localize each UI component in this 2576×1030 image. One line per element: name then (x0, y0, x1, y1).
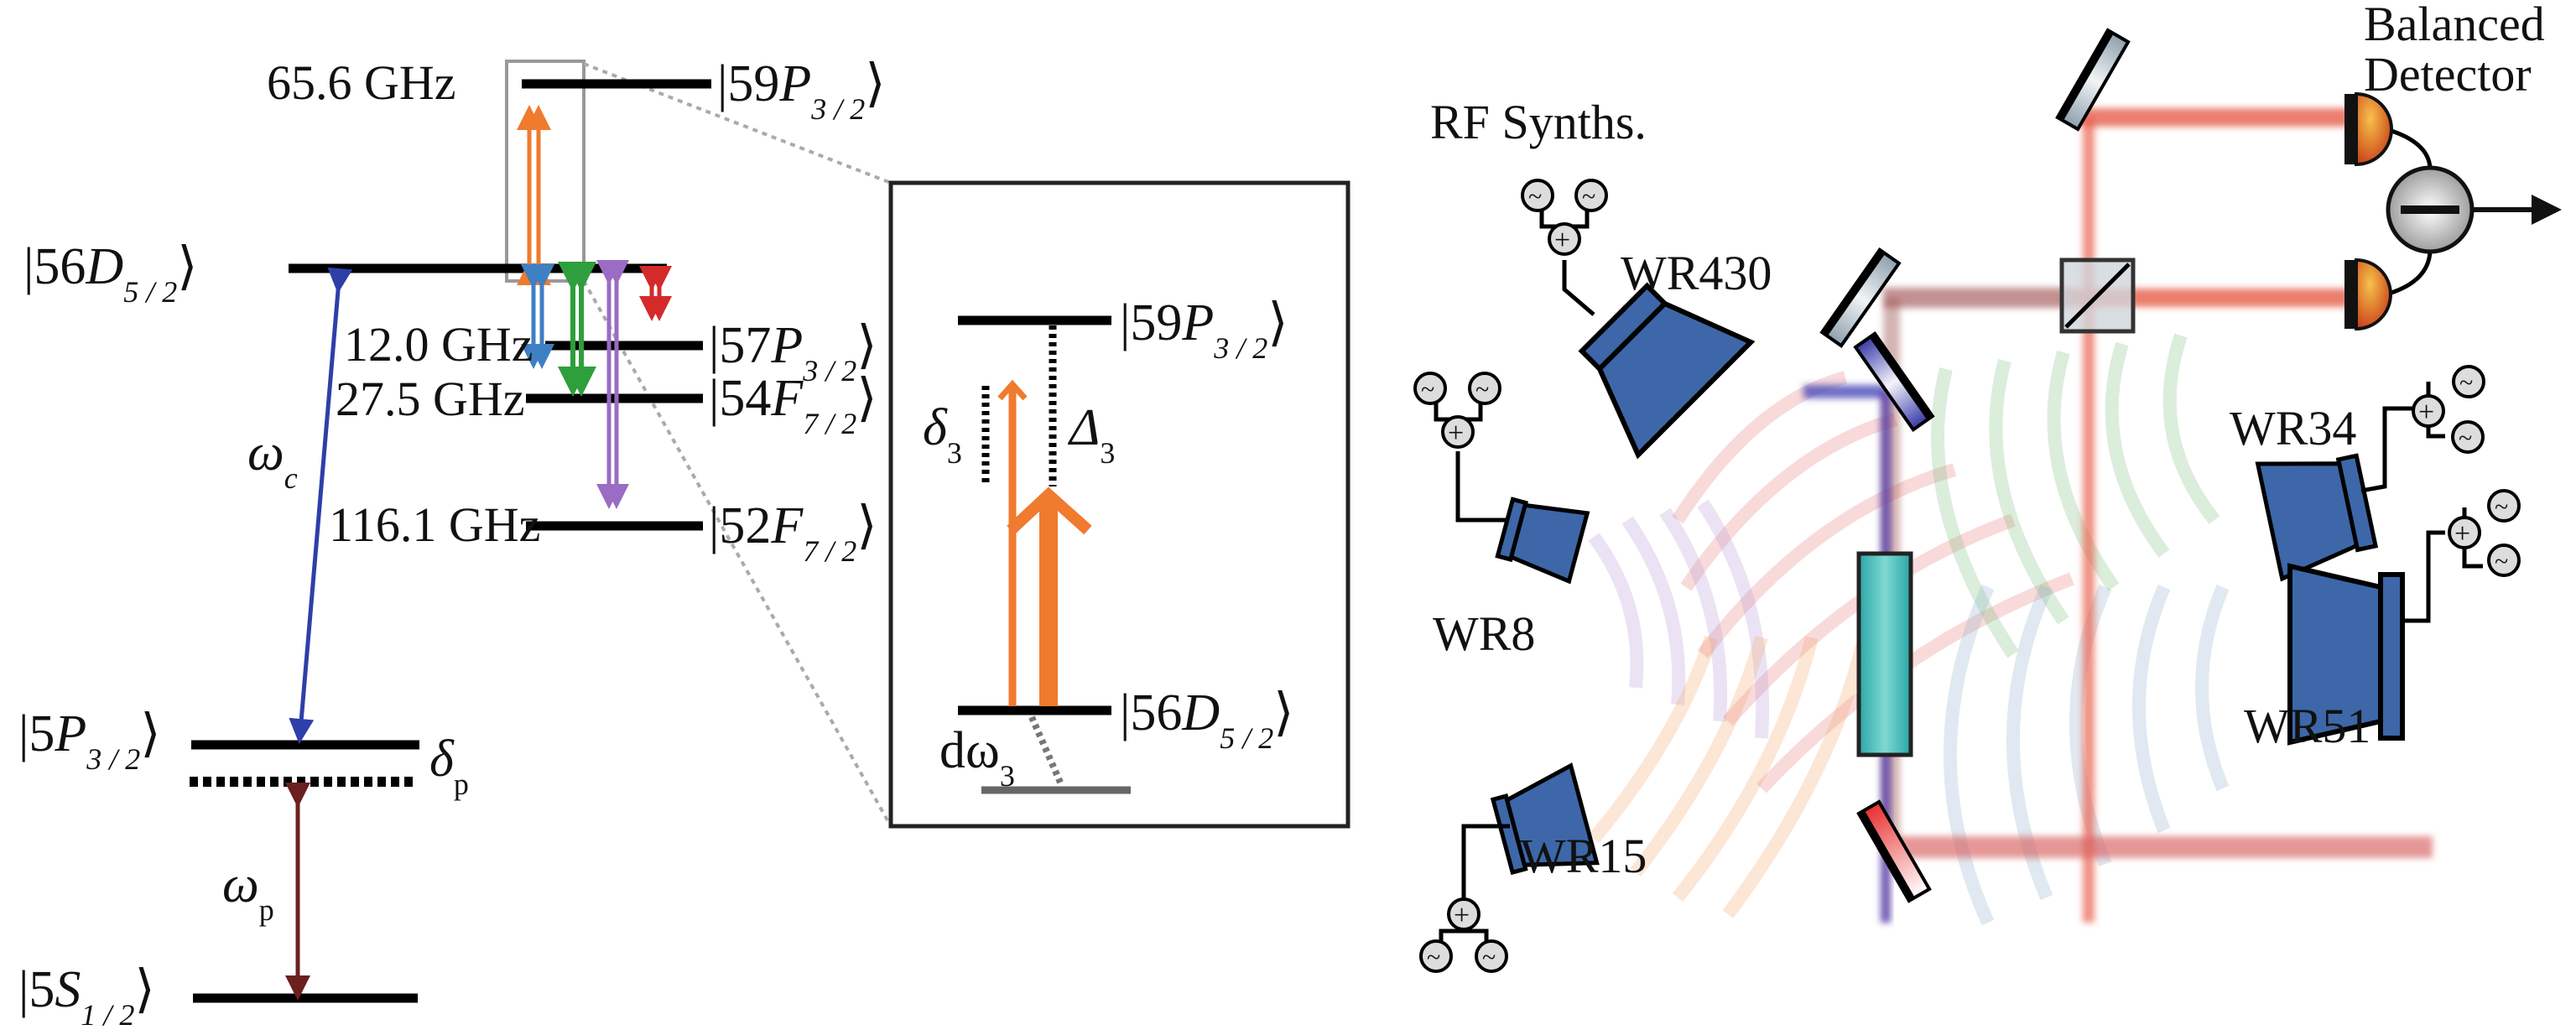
beam-splitter (2059, 258, 2136, 334)
rf-synths-title: RF Synths. (1430, 95, 1647, 149)
inset-zoom-panel: |59P3 / 2⟩ |56D5 / 2⟩ δ3 Δ3 dω3 (888, 180, 1350, 829)
svg-text:~: ~ (1582, 183, 1595, 211)
sine-source-icon (1521, 179, 1554, 212)
inset-thin-arrowhead (997, 379, 1028, 401)
horn-label-WR51: WR51 (2244, 699, 2370, 753)
transition-65GHz (517, 105, 551, 285)
sine-source-icon (2451, 420, 2485, 454)
sine-source-icon (1468, 372, 1501, 405)
horn-label-WR15: WR15 (1520, 829, 1647, 883)
mw-wavefronts-right (1931, 333, 2230, 926)
svg-text:+: + (1454, 900, 1470, 931)
inset-label-delta3: δ3 (923, 399, 962, 470)
svg-text:~: ~ (2459, 369, 2473, 397)
svg-text:~: ~ (1475, 376, 1489, 403)
inset-label-Delta3: Δ3 (1067, 399, 1115, 470)
freq-label-65GHz: 65.6 GHz (267, 55, 456, 110)
inset-frame (888, 180, 1350, 829)
freq-label-12GHz: 12.0 GHz (344, 317, 533, 372)
ket-5P: |5P3 / 2⟩ (18, 705, 161, 776)
ket-56D: |56D5 / 2⟩ (23, 238, 197, 309)
zoom-guide-bottom (582, 280, 892, 827)
svg-text:~: ~ (2495, 548, 2508, 575)
svg-text:|5S1 / 2⟩: |5S1 / 2⟩ (18, 961, 155, 1030)
mirror-red-bottom (1856, 799, 1932, 903)
combiner-icon (1548, 222, 1581, 256)
svg-text:+: + (2454, 518, 2470, 549)
svg-text:+: + (1554, 225, 1570, 256)
zoom-box (505, 60, 585, 283)
svg-text:|59P3 / 2⟩: |59P3 / 2⟩ (717, 55, 886, 126)
rf-synth-WR51: + ~ ~ (2404, 489, 2521, 623)
ket-5S: |5S1 / 2⟩ (18, 961, 155, 1030)
svg-text:|52F7 / 2⟩: |52F7 / 2⟩ (709, 497, 877, 568)
label-omega-p: ωp (222, 856, 274, 927)
horn-WR8 (1495, 497, 1590, 585)
inset-thick-arrowhead (1007, 486, 1092, 535)
transition-red (639, 266, 672, 321)
vapor-cell (1856, 551, 1913, 757)
balanced-detector (2344, 91, 2562, 331)
sine-source-icon (1413, 372, 1447, 405)
svg-text:|5P3 / 2⟩: |5P3 / 2⟩ (18, 705, 161, 776)
mirror-upper-left (1819, 247, 1902, 348)
horn-label-WR8: WR8 (1433, 606, 1535, 661)
combiner-icon (1447, 897, 1481, 931)
coupling-arrow (289, 267, 353, 744)
transition-27GHz (558, 262, 596, 397)
photodiode-top-icon (2344, 91, 2393, 167)
svg-text:~: ~ (1482, 944, 1496, 971)
sine-source-icon (2487, 544, 2521, 577)
sine-source-icon (1419, 939, 1453, 973)
sine-source-icon (1574, 179, 1608, 212)
sine-source-icon (2487, 489, 2521, 523)
rf-synth-WR8: + ~ ~ (1413, 372, 1506, 523)
dichroic-mirror (1853, 331, 1935, 432)
photodiode-bottom-icon (2344, 258, 2392, 331)
horn-WR430 (1578, 282, 1756, 460)
detector-title-line1: Balanced (2364, 0, 2545, 51)
wire-bottom (2388, 251, 2433, 296)
experimental-setup: + ~ ~ + ~ ~ + ~ ~ + ~ ~ + (1413, 0, 2562, 973)
horn-label-WR430: WR430 (1621, 246, 1772, 300)
svg-text:~: ~ (1421, 376, 1434, 403)
wire-top (2388, 127, 2433, 169)
horn-label-WR34: WR34 (2230, 401, 2356, 455)
svg-text:~: ~ (1427, 944, 1440, 971)
label-omega-c: ωc (247, 424, 298, 495)
detector-title-line2: Detector (2364, 47, 2532, 101)
combiner-icon (2412, 394, 2445, 428)
combiner-icon (1441, 415, 1475, 449)
transition-116GHz (596, 260, 629, 509)
freq-label-116GHz: 116.1 GHz (329, 497, 540, 552)
transition-12GHz (521, 264, 554, 369)
rf-synth-WR430: + ~ ~ (1521, 179, 1608, 316)
svg-text:~: ~ (1528, 183, 1542, 211)
horn-WR15 (1490, 762, 1600, 876)
freq-label-27GHz: 27.5 GHz (336, 372, 525, 426)
label-delta-p: δp (429, 731, 469, 801)
ket-59P: |59P3 / 2⟩ (717, 55, 886, 126)
svg-text:|56D5 / 2⟩: |56D5 / 2⟩ (23, 238, 197, 309)
rf-synth-WR34: + ~ ~ (2360, 365, 2485, 493)
ket-52F: |52F7 / 2⟩ (709, 497, 877, 568)
sine-source-icon (2452, 365, 2485, 398)
combiner-icon (2448, 516, 2481, 549)
svg-text:~: ~ (2459, 424, 2472, 452)
sine-source-icon (1475, 939, 1508, 973)
energy-level-diagram: 65.6 GHz 12.0 GHz 27.5 GHz 116.1 GHz |59… (18, 55, 892, 1030)
svg-text:+: + (1448, 418, 1464, 449)
mirror-top-right (2055, 28, 2131, 132)
svg-text:~: ~ (2495, 493, 2508, 521)
svg-text:+: + (2418, 397, 2434, 428)
rf-synth-WR15: + ~ ~ (1419, 824, 1510, 973)
inset-label-dw3: dω3 (939, 722, 1015, 793)
inset-dw-dash (1028, 715, 1064, 786)
horn-WR34 (2255, 453, 2379, 582)
horn-WR51 (2287, 563, 2405, 746)
